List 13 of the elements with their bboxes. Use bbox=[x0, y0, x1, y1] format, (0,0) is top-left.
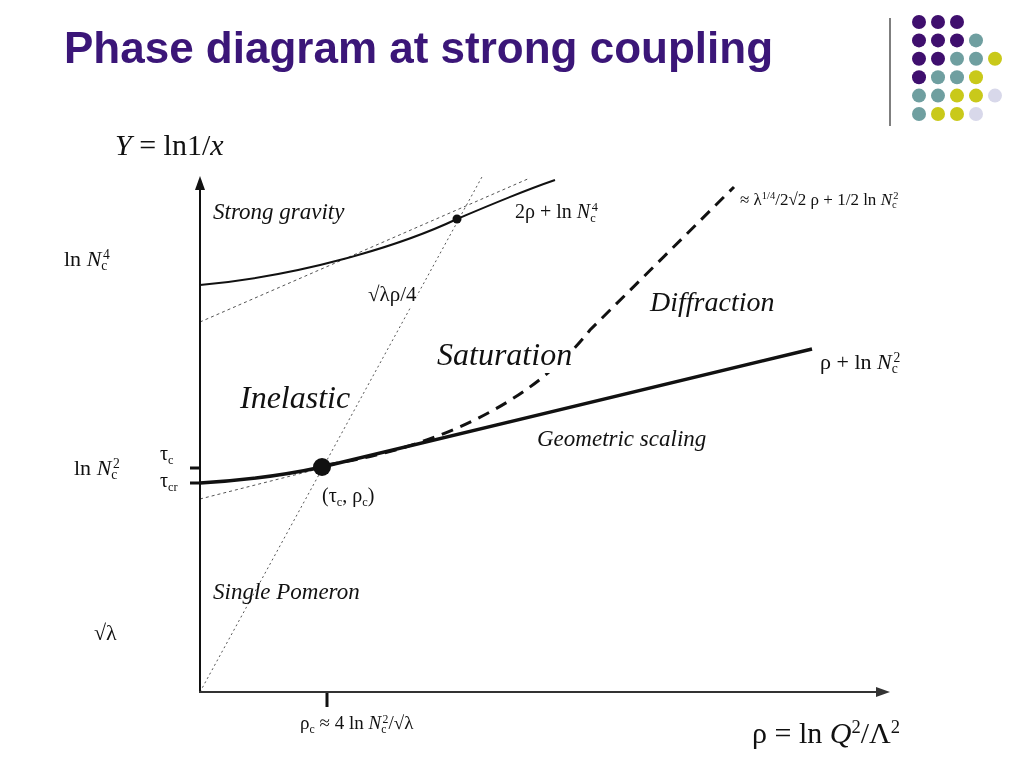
axis-label: Y = ln1/x bbox=[115, 128, 224, 163]
slide-title: Phase diagram at strong coupling bbox=[64, 22, 773, 74]
point-label: (τ$_{c}$, ρ$_{c}$) bbox=[322, 484, 375, 507]
curve-label: √λρ/4 bbox=[368, 282, 417, 307]
region-label: Strong gravity bbox=[213, 199, 345, 226]
tick-label: τ$_{cr}$ bbox=[160, 469, 178, 492]
axis-label: ρ = ln Q$^{2}$/Λ$^{2}$ bbox=[752, 716, 901, 751]
tick-label: √λ bbox=[94, 620, 117, 646]
tick-label: τ$_{c}$ bbox=[160, 442, 174, 465]
region-label: Single Pomeron bbox=[213, 579, 360, 606]
region-label: Diffraction bbox=[650, 286, 775, 319]
region-label: Geometric scaling bbox=[537, 426, 707, 453]
tick-label: ρ$_{c}$ ≈ 4 ln N$_{c}$$^{2}$/√λ bbox=[300, 712, 414, 734]
